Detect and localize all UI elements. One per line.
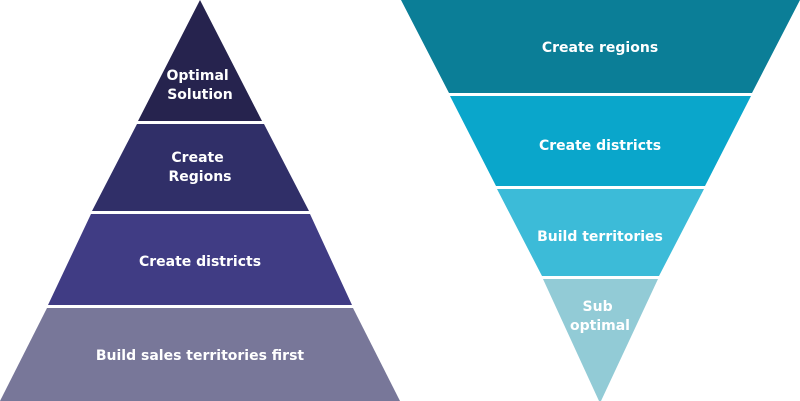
funnel-layer-1-line-1: Create regions [542, 40, 658, 56]
funnel-layer-4-label: Sub optimal [570, 299, 630, 334]
funnel-layer-3-label: Build territories [537, 229, 663, 245]
pyramid-layer-3-line-1: Create districts [139, 254, 261, 270]
funnel-layer-4 [543, 279, 658, 401]
funnel-layer-4-line-2: optimal [570, 318, 630, 334]
funnel-layer-1-label: Create regions [542, 40, 658, 56]
funnel-layer-4-line-1: Sub [583, 299, 613, 315]
pyramid-layer-1-line-1: Optimal [166, 68, 228, 84]
pyramid-layer-1-label: Optimal Solution [166, 68, 233, 103]
funnel-layer-3 [497, 189, 704, 276]
pyramid-layer-2-label: Create Regions [168, 150, 231, 185]
pyramid-layer-4-line-1: Build sales territories first [96, 348, 305, 364]
funnel: Create regions Create districts Build te… [401, 0, 800, 401]
funnel-layer-2-label: Create districts [539, 138, 661, 154]
funnel-layer-2-line-1: Create districts [539, 138, 661, 154]
pyramid-layer-1-line-2: Solution [167, 87, 233, 103]
pyramid-layer-1 [138, 0, 262, 121]
funnel-layer-2 [450, 96, 751, 186]
pyramid: Optimal Solution Create Regions Create d… [0, 0, 400, 401]
pyramid-layer-2-line-2: Regions [168, 169, 231, 185]
funnel-layer-1 [401, 0, 800, 93]
pyramid-layer-4 [0, 308, 400, 401]
pyramid-layer-4-label: Build sales territories first [96, 348, 305, 364]
funnel-layer-3-line-1: Build territories [537, 229, 663, 245]
pyramid-layer-3-label: Create districts [139, 254, 261, 270]
pyramid-layer-2 [92, 124, 309, 211]
pyramid-layer-3 [48, 214, 352, 305]
pyramid-layer-2-line-1: Create [171, 150, 223, 166]
